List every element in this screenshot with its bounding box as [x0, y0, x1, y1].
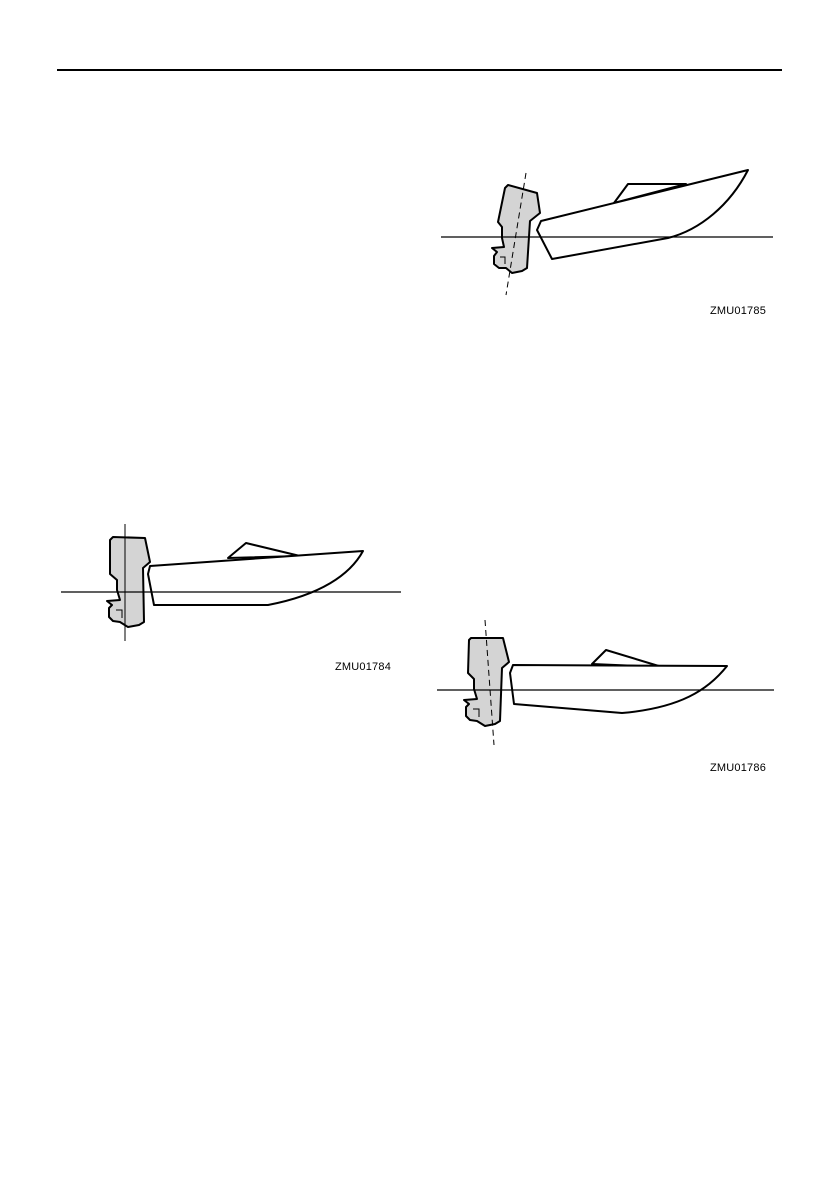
hull — [510, 665, 727, 713]
outboard-motor — [464, 638, 509, 726]
figure-code: ZMU01786 — [710, 762, 766, 774]
